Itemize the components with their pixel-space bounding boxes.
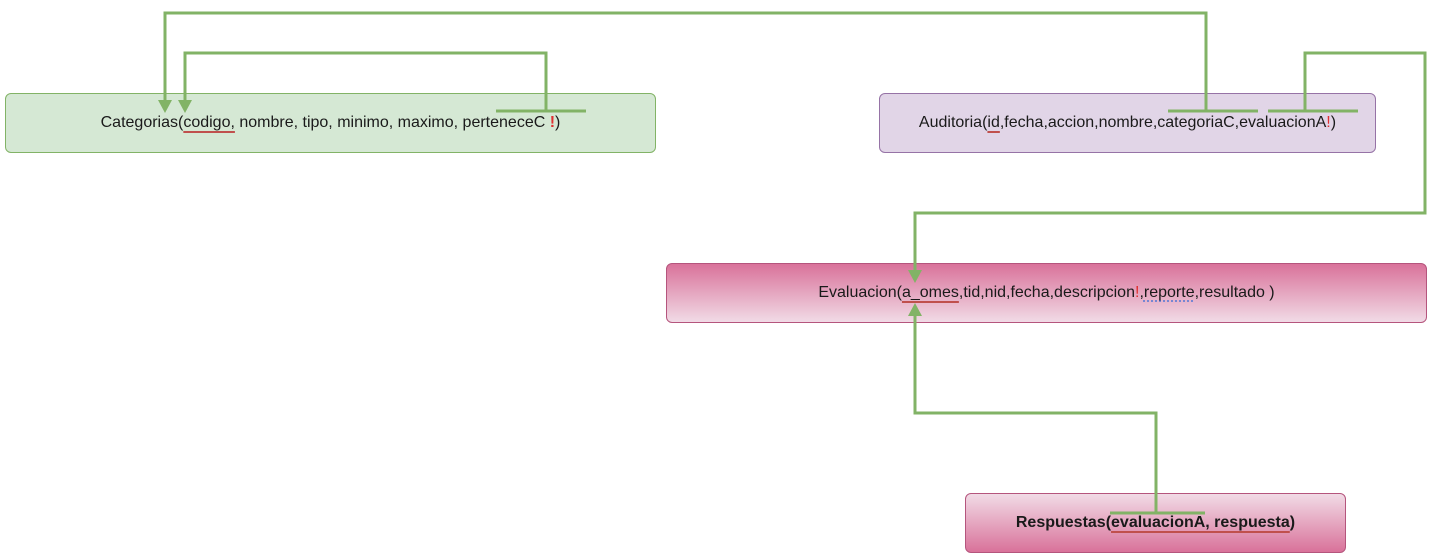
respuestas-entity[interactable]: Respuestas(evaluacionA, respuesta) <box>965 493 1346 553</box>
categorias-name: Categorias( <box>100 114 184 131</box>
auditoria-name: Auditoria( <box>918 114 988 131</box>
categorias-warning-icon: ! <box>549 114 556 131</box>
categorias-close: ) <box>555 114 561 131</box>
edge-auditoria-evaluacion[interactable] <box>913 51 1427 270</box>
auditoria-attributes: ,fecha,accion,nombre,categoriaC,evaluaci… <box>999 114 1327 131</box>
auditoria-primary-key: id <box>987 114 1000 131</box>
respuestas-name: Respuestas( <box>1015 514 1112 531</box>
evaluacion-name: Evaluacion( <box>818 284 902 301</box>
categorias-attributes: nombre, tipo, minimo, maximo, perteneceC <box>234 114 550 131</box>
evaluacion-primary-key: a_omes <box>901 284 959 301</box>
evaluacion-warning-icon: ! <box>1134 284 1140 301</box>
evaluacion-entity[interactable]: Evaluacion(a_omes,tid,nid,fecha,descripc… <box>666 263 1427 323</box>
evaluacion-attributes: ,tid,nid,fecha,descripcion <box>958 284 1135 301</box>
auditoria-entity[interactable]: Auditoria(id,fecha,accion,nombre,categor… <box>879 93 1376 153</box>
categorias-entity[interactable]: Categorias(codigo, nombre, tipo, minimo,… <box>5 93 656 153</box>
categorias-primary-key: codigo, <box>183 114 235 131</box>
evaluacion-separator: , <box>1139 284 1144 301</box>
respuestas-close: ) <box>1289 514 1296 531</box>
respuestas-primary-key: evaluacionA, respuesta <box>1111 514 1290 531</box>
evaluacion-tail: ,resultado ) <box>1194 284 1275 301</box>
edge-respuestas-evaluacion[interactable] <box>913 316 1205 515</box>
auditoria-close: ) <box>1330 114 1337 131</box>
evaluacion-reporte-attr: reporte <box>1143 284 1195 301</box>
